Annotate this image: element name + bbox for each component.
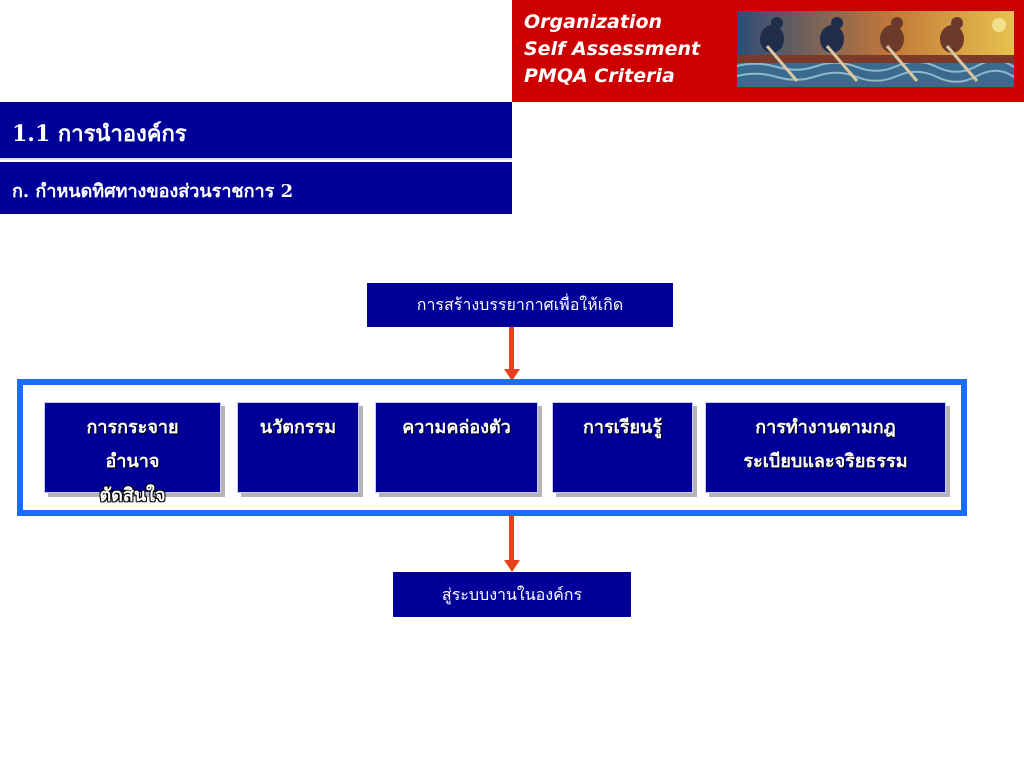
banner-line-pmqa: PMQA Criteria [524,65,675,87]
item-learning-label: การเรียนรู้ [582,417,662,438]
section-title-bar: 1.1 การนำองค์กร [0,102,512,160]
banner-title: Organization Self Assessment PMQA Criter… [524,9,700,90]
item-rules-ethics-line2: ระเบียบและจริยธรรม [743,451,908,472]
section-subtitle: ก. กำหนดทิศทางของส่วนราชการ 2 [12,181,294,202]
arrow-shaft-top [509,327,514,371]
arrow-down-icon [504,369,520,381]
banner-line-self-assessment: Self Assessment [524,38,701,60]
rowing-team-illustration-icon [737,11,1014,87]
flow-top-node: การสร้างบรรยากาศเพื่อให้เกิด [367,283,673,327]
header-banner: Organization Self Assessment PMQA Criter… [512,0,1024,102]
section-subtitle-bar: ก. กำหนดทิศทางของส่วนราชการ 2 [0,162,512,214]
arrow-shaft-bottom [509,516,514,562]
item-decentralization: การกระจาย อำนาจ ตัดสินใจ [44,402,221,506]
banner-line-organization: Organization [524,11,663,33]
flow-bottom-node: สู่ระบบงานในองค์กร [393,572,631,617]
item-agility: ความคล่องตัว [375,402,538,493]
item-agility-label: ความคล่องตัว [402,417,511,438]
section-title: 1.1 การนำองค์กร [12,121,187,147]
item-decentralization-line1: การกระจาย [86,417,179,438]
item-rules-ethics-line1: การทำงานตามกฎ [755,417,896,438]
item-decentralization-line3: ตัดสินใจ [99,485,166,506]
item-innovation-label: นวัตกรรม [259,417,337,438]
item-rules-ethics: การทำงานตามกฎ ระเบียบและจริยธรรม [705,402,946,493]
arrow-down-icon [504,560,520,572]
item-decentralization-line2: อำนาจ [105,451,160,472]
item-learning: การเรียนรู้ [552,402,693,493]
item-innovation: นวัตกรรม [237,402,359,493]
